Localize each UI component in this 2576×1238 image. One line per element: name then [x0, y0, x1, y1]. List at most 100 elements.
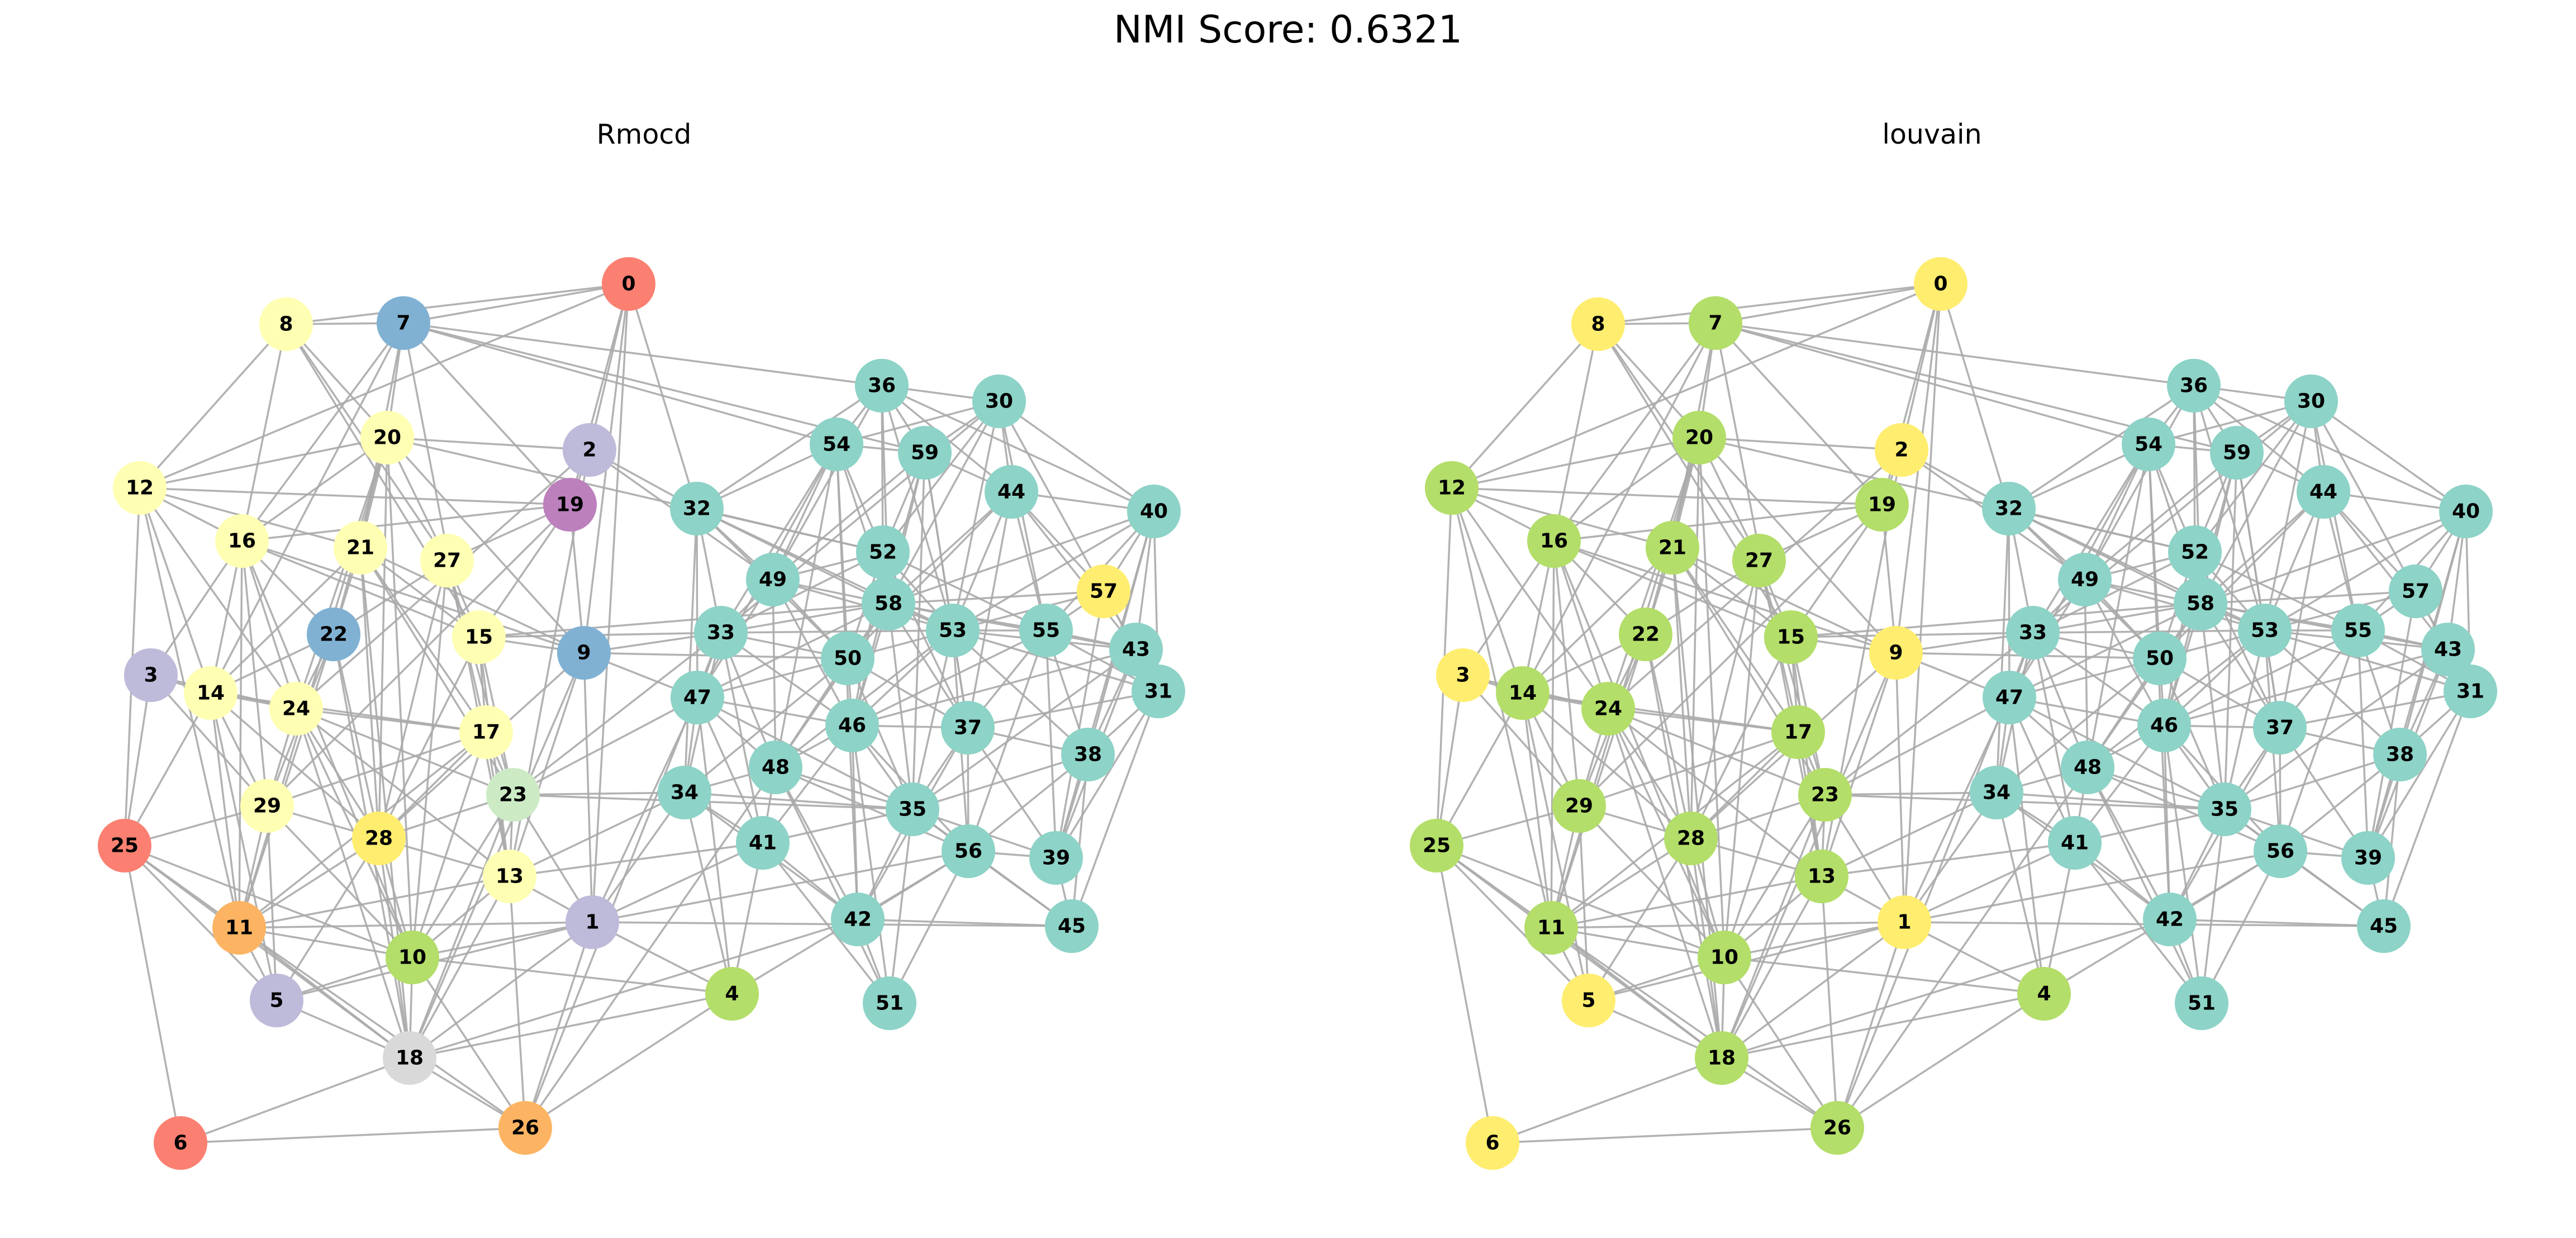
rmocd-node-20[interactable]: 20 — [360, 411, 414, 464]
louvain-node-42[interactable]: 42 — [2143, 893, 2197, 946]
louvain-node-1[interactable]: 1 — [1878, 895, 1931, 949]
rmocd-node-21[interactable]: 21 — [334, 521, 387, 575]
louvain-node-54[interactable]: 54 — [2122, 418, 2175, 471]
louvain-node-2[interactable]: 2 — [1875, 423, 1928, 477]
rmocd-node-41[interactable]: 41 — [736, 816, 790, 870]
rmocd-node-46[interactable]: 46 — [825, 699, 879, 752]
louvain-node-43[interactable]: 43 — [2421, 623, 2475, 676]
louvain-node-13[interactable]: 13 — [1795, 850, 1848, 903]
rmocd-node-53[interactable]: 53 — [926, 604, 980, 657]
louvain-node-5[interactable]: 5 — [1562, 974, 1615, 1027]
louvain-node-36[interactable]: 36 — [2167, 359, 2221, 412]
louvain-node-23[interactable]: 23 — [1798, 768, 1852, 822]
louvain-node-8[interactable]: 8 — [1571, 297, 1625, 351]
rmocd-node-40[interactable]: 40 — [1127, 485, 1181, 538]
rmocd-node-57[interactable]: 57 — [1077, 565, 1130, 618]
rmocd-node-37[interactable]: 37 — [941, 701, 995, 755]
rmocd-node-11[interactable]: 11 — [212, 901, 266, 955]
rmocd-node-27[interactable]: 27 — [420, 534, 474, 587]
rmocd-node-23[interactable]: 23 — [486, 768, 540, 822]
louvain-node-33[interactable]: 33 — [2006, 606, 2060, 660]
rmocd-node-34[interactable]: 34 — [658, 766, 711, 819]
louvain-node-50[interactable]: 50 — [2133, 632, 2187, 685]
rmocd-node-4[interactable]: 4 — [705, 967, 759, 1021]
rmocd-node-59[interactable]: 59 — [898, 426, 952, 480]
rmocd-node-28[interactable]: 28 — [352, 812, 406, 865]
rmocd-node-58[interactable]: 58 — [862, 577, 915, 630]
rmocd-node-35[interactable]: 35 — [886, 782, 939, 836]
rmocd-node-52[interactable]: 52 — [856, 525, 910, 579]
louvain-node-27[interactable]: 27 — [1732, 534, 1786, 587]
louvain-node-25[interactable]: 25 — [1410, 819, 1463, 872]
rmocd-node-14[interactable]: 14 — [184, 666, 237, 720]
rmocd-node-17[interactable]: 17 — [459, 705, 513, 759]
rmocd-node-48[interactable]: 48 — [749, 741, 802, 794]
louvain-node-17[interactable]: 17 — [1771, 705, 1825, 759]
louvain-node-26[interactable]: 26 — [1810, 1101, 1864, 1155]
rmocd-node-50[interactable]: 50 — [821, 632, 874, 685]
rmocd-node-30[interactable]: 30 — [972, 374, 1026, 428]
louvain-node-15[interactable]: 15 — [1764, 610, 1818, 664]
rmocd-node-19[interactable]: 19 — [543, 478, 597, 532]
rmocd-node-7[interactable]: 7 — [377, 296, 430, 350]
louvain-node-56[interactable]: 56 — [2254, 824, 2307, 878]
louvain-node-58[interactable]: 58 — [2174, 577, 2227, 630]
rmocd-node-12[interactable]: 12 — [113, 461, 167, 515]
louvain-node-46[interactable]: 46 — [2137, 699, 2191, 752]
louvain-node-59[interactable]: 59 — [2210, 426, 2264, 480]
louvain-node-35[interactable]: 35 — [2198, 782, 2251, 836]
rmocd-node-31[interactable]: 31 — [1132, 665, 1185, 718]
rmocd-node-22[interactable]: 22 — [307, 608, 360, 661]
rmocd-node-45[interactable]: 45 — [1045, 899, 1099, 953]
rmocd-node-15[interactable]: 15 — [452, 610, 506, 664]
rmocd-node-9[interactable]: 9 — [557, 626, 611, 680]
rmocd-node-54[interactable]: 54 — [810, 418, 863, 471]
louvain-node-32[interactable]: 32 — [1982, 482, 2036, 535]
louvain-node-57[interactable]: 57 — [2389, 565, 2442, 618]
louvain-node-7[interactable]: 7 — [1689, 296, 1742, 350]
louvain-node-9[interactable]: 9 — [1869, 626, 1923, 680]
rmocd-node-10[interactable]: 10 — [386, 931, 439, 984]
louvain-node-53[interactable]: 53 — [2238, 604, 2292, 657]
louvain-node-34[interactable]: 34 — [1970, 766, 2023, 819]
louvain-node-37[interactable]: 37 — [2253, 701, 2307, 755]
rmocd-node-8[interactable]: 8 — [259, 297, 313, 351]
louvain-node-48[interactable]: 48 — [2061, 741, 2114, 794]
rmocd-node-6[interactable]: 6 — [154, 1116, 207, 1170]
rmocd-node-47[interactable]: 47 — [671, 671, 724, 724]
rmocd-node-1[interactable]: 1 — [565, 895, 619, 949]
louvain-node-47[interactable]: 47 — [1983, 671, 2036, 724]
louvain-node-44[interactable]: 44 — [2297, 465, 2350, 519]
rmocd-node-24[interactable]: 24 — [269, 682, 323, 736]
rmocd-node-33[interactable]: 33 — [694, 606, 748, 660]
louvain-node-6[interactable]: 6 — [1466, 1116, 1519, 1170]
rmocd-node-18[interactable]: 18 — [383, 1031, 436, 1085]
louvain-node-30[interactable]: 30 — [2284, 374, 2338, 428]
louvain-node-39[interactable]: 39 — [2341, 831, 2395, 885]
louvain-node-12[interactable]: 12 — [1425, 461, 1479, 515]
rmocd-node-16[interactable]: 16 — [215, 514, 269, 568]
rmocd-node-39[interactable]: 39 — [1029, 831, 1083, 885]
rmocd-node-55[interactable]: 55 — [1019, 604, 1073, 657]
rmocd-node-43[interactable]: 43 — [1109, 623, 1163, 676]
louvain-node-55[interactable]: 55 — [2331, 604, 2385, 657]
louvain-node-14[interactable]: 14 — [1496, 666, 1550, 720]
louvain-node-0[interactable]: 0 — [1914, 257, 1967, 311]
louvain-node-45[interactable]: 45 — [2357, 899, 2411, 953]
louvain-node-38[interactable]: 38 — [2373, 728, 2427, 781]
rmocd-node-51[interactable]: 51 — [863, 976, 916, 1030]
louvain-node-21[interactable]: 21 — [1646, 521, 1699, 575]
louvain-node-10[interactable]: 10 — [1698, 931, 1751, 984]
louvain-node-28[interactable]: 28 — [1664, 812, 1718, 865]
louvain-node-4[interactable]: 4 — [2017, 967, 2071, 1021]
rmocd-node-13[interactable]: 13 — [483, 850, 536, 903]
rmocd-node-36[interactable]: 36 — [855, 359, 909, 412]
louvain-node-29[interactable]: 29 — [1552, 779, 1606, 833]
louvain-node-52[interactable]: 52 — [2168, 525, 2222, 579]
rmocd-node-29[interactable]: 29 — [240, 779, 294, 833]
rmocd-node-25[interactable]: 25 — [98, 819, 151, 872]
louvain-node-49[interactable]: 49 — [2058, 553, 2112, 606]
louvain-node-51[interactable]: 51 — [2175, 976, 2228, 1030]
louvain-node-3[interactable]: 3 — [1436, 648, 1490, 702]
louvain-node-19[interactable]: 19 — [1855, 478, 1909, 532]
